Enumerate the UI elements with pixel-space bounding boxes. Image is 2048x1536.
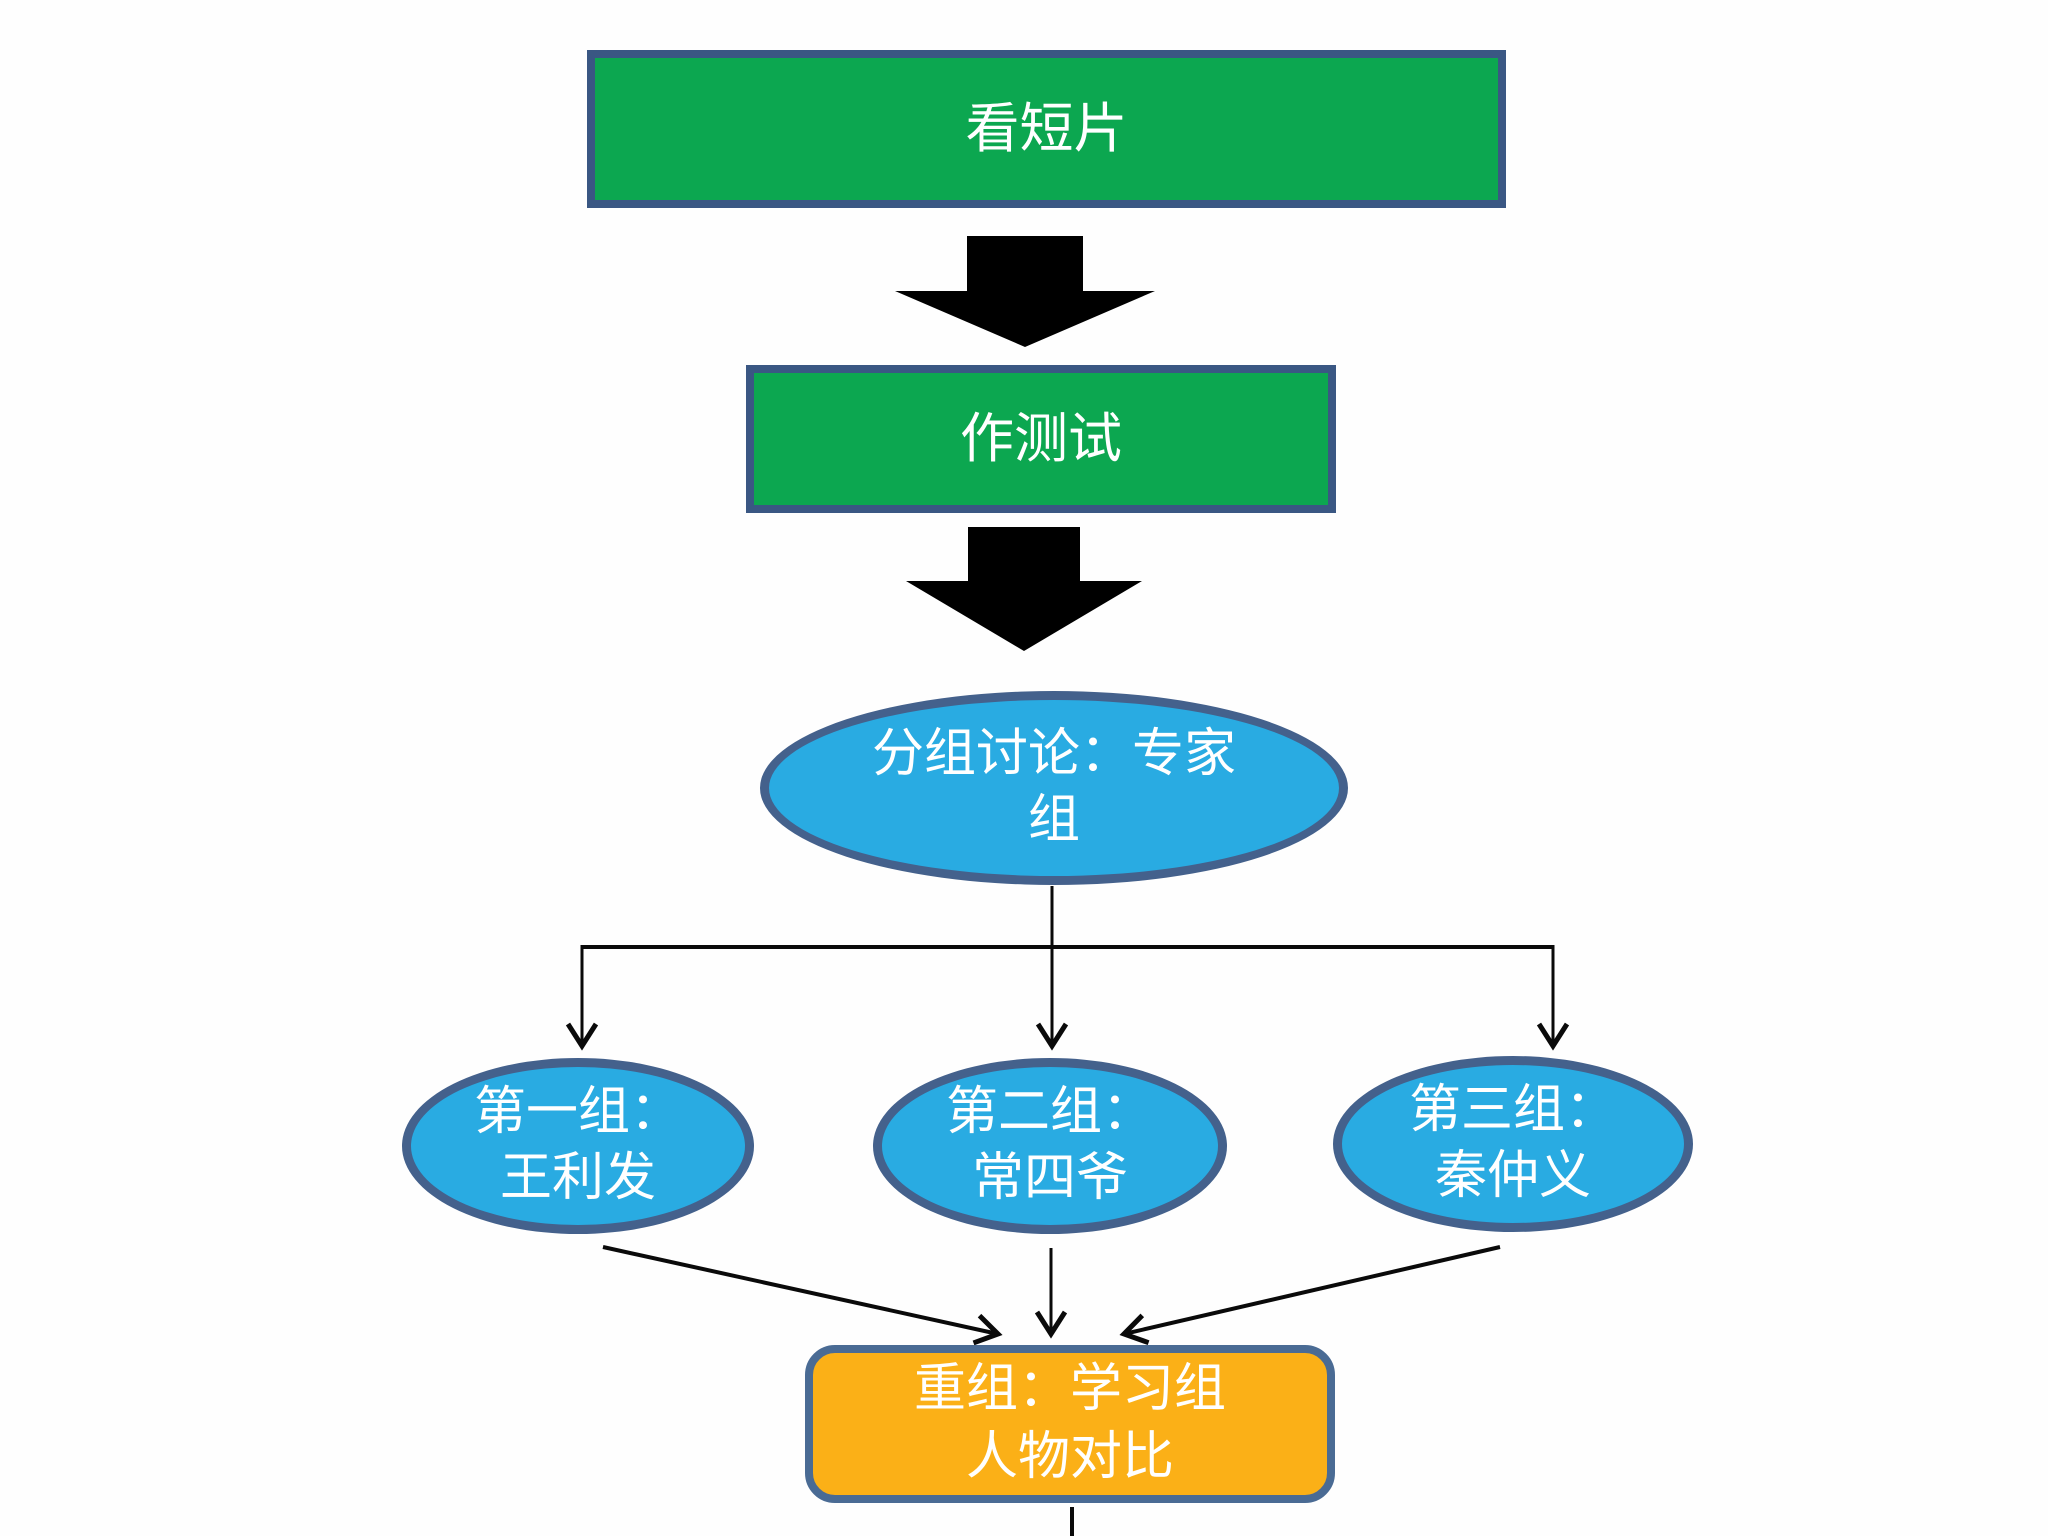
node-take-test: 作测试: [746, 365, 1336, 513]
node-take-test-label: 作测试: [960, 408, 1122, 469]
node-group2-label-line2: 常四爷: [971, 1150, 1128, 1207]
node-group1: 第一组： 王利发: [402, 1058, 754, 1234]
arrow-group1-to-regroup: [602, 1245, 1003, 1346]
node-watch-clip: 看短片: [587, 50, 1506, 208]
node-watch-clip-label: 看短片: [965, 98, 1128, 159]
node-group1-label-line1: 第一组：: [473, 1084, 682, 1142]
node-group2: 第二组： 常四爷: [873, 1058, 1227, 1234]
block-arrow-down-icon: [895, 236, 1155, 347]
arrow-group3-to-regroup: [1119, 1245, 1501, 1346]
node-expert-group: 分组讨论：专家 组: [760, 691, 1348, 885]
node-group2-label-line1: 第二组：: [945, 1084, 1154, 1142]
node-expert-group-label-line2: 组: [1027, 792, 1080, 849]
node-group3: 第三组： 秦仲义: [1333, 1056, 1693, 1232]
block-arrow-down-icon: [906, 527, 1142, 651]
node-group1-label-line2: 王利发: [499, 1150, 656, 1207]
node-expert-group-label-line1: 分组讨论：专家: [871, 726, 1236, 784]
node-regroup: 重组：学习组 人物对比: [805, 1345, 1335, 1503]
node-group3-label-line1: 第三组：: [1408, 1082, 1617, 1140]
node-group3-label-line2: 秦仲义: [1434, 1148, 1591, 1205]
node-regroup-label-line2: 人物对比: [965, 1429, 1174, 1486]
node-regroup-label-line1: 重组：学习组: [913, 1361, 1226, 1419]
